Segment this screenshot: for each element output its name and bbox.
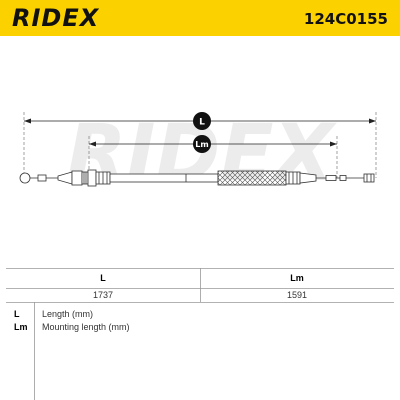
- table-header-L: L: [100, 273, 106, 283]
- badge-Lm-label: Lm: [195, 140, 208, 149]
- legend-key-Lm: Lm: [14, 322, 28, 332]
- header-bar: RIDEX 124C0155: [0, 0, 400, 36]
- table-value-Lm: 1591: [286, 290, 308, 300]
- table-value-L: 1737: [92, 290, 114, 300]
- legend-desc-Lm: Mounting length (mm): [42, 322, 130, 332]
- table-grid: [6, 268, 394, 400]
- brand-logo: RIDEX: [12, 4, 100, 32]
- table-header-Lm: Lm: [290, 273, 304, 283]
- part-number: 124C0155: [303, 10, 388, 28]
- dimension-Lm: Lm: [88, 135, 338, 178]
- badge-L-label: L: [199, 118, 205, 128]
- badge-L: [193, 112, 211, 130]
- legend-desc-L: Length (mm): [42, 309, 94, 319]
- brake-cable: [19, 169, 375, 187]
- spec-table: L Lm 1737 1591 L Length (mm) Lm Mounting…: [6, 268, 394, 400]
- dimension-L: L: [23, 112, 377, 178]
- cable-drawing: RIDEX L Lm: [19, 109, 377, 199]
- legend-key-L: L: [14, 309, 20, 319]
- badge-Lm: [193, 135, 211, 153]
